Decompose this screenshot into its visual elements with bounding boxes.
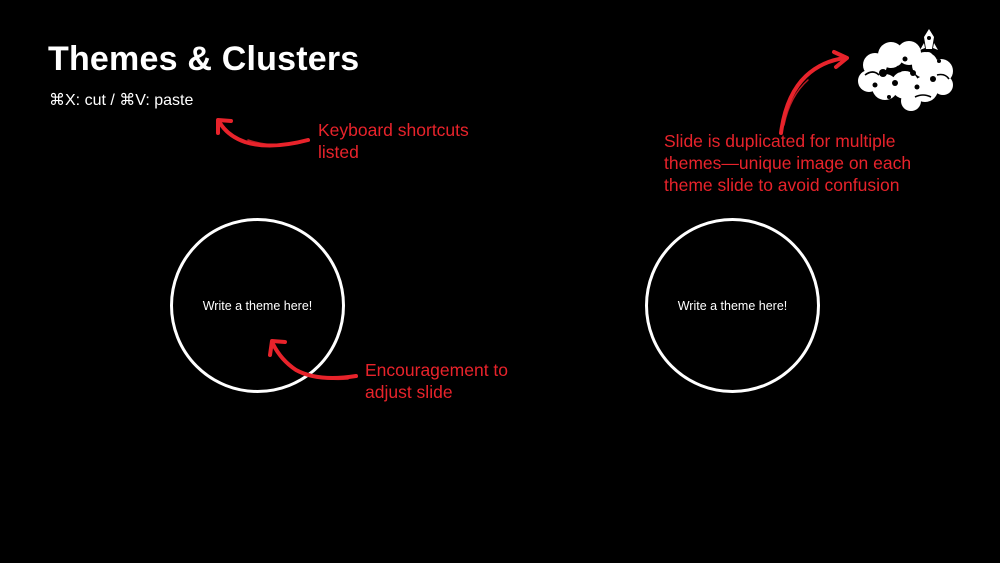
arrow-encourage — [271, 342, 358, 380]
annotation-line: theme slide to avoid confusion — [664, 175, 900, 195]
arrow-keyboard — [218, 121, 310, 148]
annotation-line: themes—unique image on each — [664, 153, 912, 173]
cloud-rocket-icon — [858, 29, 953, 111]
arrow-duplicate — [779, 56, 847, 135]
arrowhead-encourage — [268, 339, 287, 357]
annotation-line: Keyboard shortcuts — [318, 120, 469, 140]
arrowhead-duplicate — [832, 50, 849, 69]
annotation-line: listed — [318, 142, 359, 162]
theme-label[interactable]: Write a theme here! — [677, 298, 788, 313]
annotation-keyboard: Keyboard shortcuts listed — [318, 119, 518, 163]
annotation-line: Slide is duplicated for multiple — [664, 131, 896, 151]
theme-circle[interactable]: Write a theme here! — [170, 218, 345, 393]
arrowhead-keyboard — [216, 118, 233, 135]
theme-circle[interactable]: Write a theme here! — [645, 218, 820, 393]
annotation-duplicate: Slide is duplicated for multiple themes—… — [664, 130, 964, 196]
annotation-encourage: Encouragement to adjust slide — [365, 359, 565, 403]
annotation-line: adjust slide — [365, 382, 453, 402]
theme-label[interactable]: Write a theme here! — [202, 298, 313, 313]
slide-title[interactable]: Themes & Clusters — [48, 40, 360, 78]
shortcut-hint[interactable]: ⌘X: cut / ⌘V: paste — [49, 92, 194, 109]
annotation-line: Encouragement to — [365, 360, 509, 380]
